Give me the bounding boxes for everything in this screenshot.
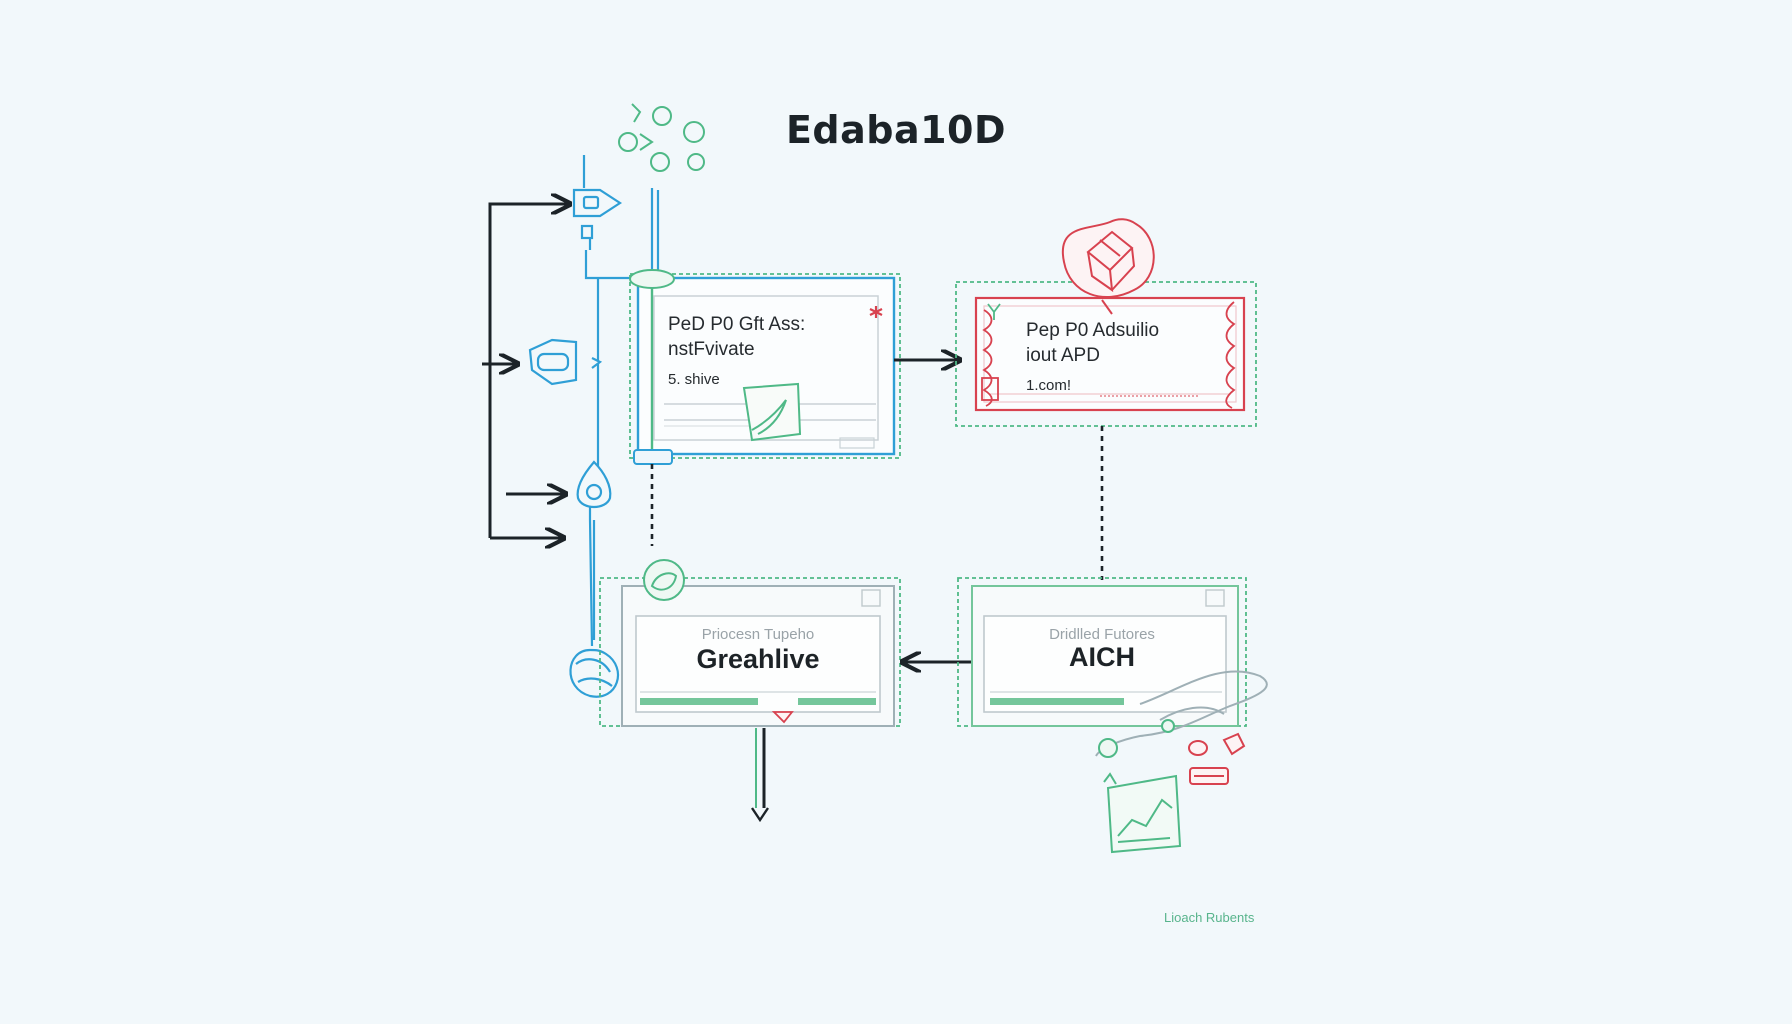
box1-frame: [629, 273, 901, 459]
box1-line3: 5. shive: [668, 371, 720, 388]
left-bracket-connector: [482, 204, 570, 538]
diagram-title: Edaba10D: [785, 108, 1007, 152]
box1-line2: nstFvivate: [668, 339, 755, 360]
box2-line3: 1.com!: [1026, 377, 1072, 394]
red-coins-icons: [1188, 732, 1246, 785]
spiral-binding-left: [981, 309, 999, 407]
package-box-icon: [1061, 218, 1155, 315]
card4-frame: [957, 577, 1247, 727]
cloud-globe-icon: [569, 648, 620, 698]
box1-text: PeD P0 Gft Ass: nstFvivate 5. shive: [668, 312, 858, 392]
small-badge-box1: [839, 437, 875, 449]
green-sprout-icon: [987, 303, 1001, 320]
red-tab-marker: [771, 711, 794, 724]
star-marker-icon: [869, 306, 883, 318]
green-gear-icon: [1098, 719, 1175, 758]
card3-frame: [599, 577, 901, 727]
box1-line1: PeD P0 Gft Ass:: [668, 314, 806, 335]
card3-subtitle: Priocesn Tupeho: [701, 626, 815, 643]
decorative-doodle-icons: [618, 103, 705, 172]
card4-subtitle: Dridlled Futores: [1049, 626, 1155, 643]
arrow-card3-down: [751, 728, 769, 823]
spiral-binding-right: [1225, 301, 1236, 409]
connector-node-bottom: [633, 449, 673, 465]
quill-sticker-icon: [742, 382, 802, 442]
cable-swirl-doodle: [1095, 670, 1268, 757]
leaf-badge-icon: [643, 559, 685, 601]
tag-icon: [572, 188, 623, 240]
leaf-drop-icon: [576, 460, 612, 509]
connector-node-top: [629, 269, 675, 289]
card3-label: Greahlive: [696, 644, 820, 674]
box2-text: Pep P0 Adsuilio iout APD 1.com!: [1026, 318, 1226, 398]
card4-label: AICH: [1069, 642, 1135, 672]
box2-line2: iout APD: [1026, 345, 1100, 366]
box2-frame: [955, 281, 1257, 427]
footer-credit: Lioach Rubents: [1164, 910, 1255, 925]
box2-line1: Pep P0 Adsuilio: [1026, 320, 1160, 341]
chat-bubble-icon: [528, 338, 603, 386]
green-chart-doodle-icon: [1103, 772, 1182, 854]
